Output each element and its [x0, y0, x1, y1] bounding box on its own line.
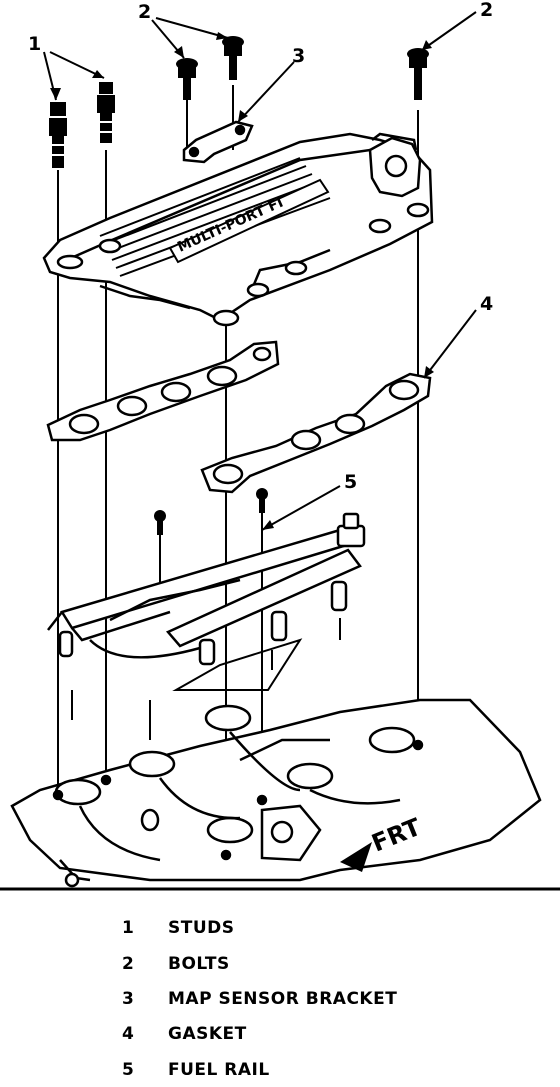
- small-bolt-f: [154, 510, 166, 535]
- callout-3: 3: [292, 45, 305, 67]
- small-bolt-e: [256, 488, 268, 513]
- map-sensor-bracket: [182, 120, 254, 164]
- callout-5: 5: [344, 471, 357, 493]
- gasket-left: [46, 340, 280, 442]
- bolt-c: [407, 48, 429, 100]
- legend-label: BOLTS: [168, 954, 230, 974]
- stud-right: [97, 82, 115, 143]
- legend-row: 4 GASKET: [0, 1017, 560, 1051]
- legend-row: 1 STUDS: [0, 911, 560, 945]
- legend-row: 2 BOLTS: [0, 947, 560, 981]
- upper-intake-manifold: MULTI-PORT FI: [42, 132, 434, 327]
- legend-label: GASKET: [168, 1024, 247, 1044]
- legend-row: 5 FUEL RAIL: [0, 1053, 560, 1087]
- stud-left: [49, 102, 67, 168]
- legend-number: 5: [122, 1060, 134, 1080]
- legend-label: FUEL RAIL: [168, 1060, 270, 1080]
- lower-intake-manifold: [10, 698, 542, 888]
- callout-1: 1: [28, 33, 41, 55]
- legend-number: 1: [122, 918, 134, 938]
- callout-arrowheads: [50, 32, 434, 530]
- callout-4: 4: [480, 293, 493, 315]
- legend-number: 3: [122, 989, 134, 1009]
- legend-number: 4: [122, 1024, 134, 1044]
- fuel-rail: [47, 512, 366, 740]
- parts-legend: 1 STUDS 2 BOLTS 3 MAP SENSOR BRACKET 4 G…: [0, 905, 560, 1080]
- exploded-view-diagram: MULTI-PORT FI: [0, 0, 560, 891]
- legend-number: 2: [122, 954, 134, 974]
- legend-row: 3 MAP SENSOR BRACKET: [0, 982, 560, 1016]
- legend-label: STUDS: [168, 918, 235, 938]
- callout-2-left: 2: [138, 1, 151, 23]
- legend-label: MAP SENSOR BRACKET: [168, 989, 398, 1009]
- gasket-right: [200, 372, 432, 494]
- bolt-a: [176, 58, 198, 100]
- bolt-b: [222, 36, 244, 80]
- callout-2-right: 2: [480, 0, 493, 21]
